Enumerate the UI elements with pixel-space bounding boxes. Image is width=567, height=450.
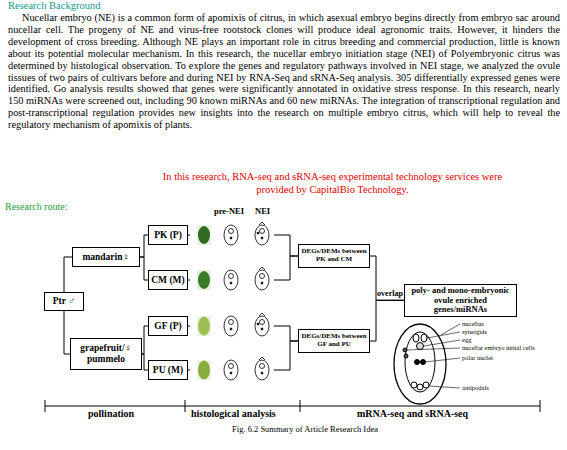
node-text: mandarin♀ <box>82 252 129 263</box>
section-heading: Research route: <box>5 201 67 212</box>
node-text: DEGs/DEMs between PK and CM <box>301 248 367 264</box>
comparison-box: DEGs/DEMs between GF and PU <box>298 329 370 353</box>
service-note: In this research, RNA-seq and sRNA-seq e… <box>145 170 520 196</box>
figure-caption: Fig. 6.2 Summary of Article Research Ide… <box>180 424 430 434</box>
connector <box>140 235 148 257</box>
parent-box: grapefruit/♀ pummelo <box>70 338 142 370</box>
edge-label: overlap <box>377 289 403 298</box>
column-header: pre-NEI <box>214 206 244 216</box>
column-header: NEI <box>255 206 270 216</box>
fruit-thumbnail <box>197 225 211 380</box>
cultivar-box: PU (M) <box>148 360 188 380</box>
parent-box: Ptr ♂ <box>44 292 84 311</box>
section-heading: Research Background <box>8 0 100 11</box>
connector <box>64 257 72 292</box>
stage-label: mRNA-seq and sRNA-seq <box>357 408 468 419</box>
part-label: egg <box>462 336 471 343</box>
ovule-icon <box>224 222 269 380</box>
connector <box>140 257 148 280</box>
part-label: nucellus <box>462 320 484 327</box>
part-label: synergids <box>462 328 487 335</box>
leader-line <box>407 324 460 388</box>
connector <box>370 256 404 300</box>
comparison-box: DEGs/DEMs between PK and CM <box>298 244 370 268</box>
node-text: Ptr ♂ <box>53 296 76 307</box>
node-text: PK (P) <box>154 230 182 241</box>
part-label: polar nuclei <box>462 354 493 361</box>
node-text: DEGs/DEMs between GF and PU <box>301 333 367 349</box>
node-text: grapefruit/♀ pummelo <box>73 343 139 364</box>
result-box: poly- and mono-embryonic ovule enriched … <box>404 284 517 317</box>
node-text: poly- and mono-embryonic ovule enriched … <box>407 286 514 315</box>
connector <box>370 300 404 341</box>
part-label: nucellar embryo initial cells <box>462 344 535 351</box>
node-text: PU (M) <box>153 365 183 376</box>
cultivar-box: CM (M) <box>148 270 188 290</box>
abstract-text: Nucellar embryo (NE) is a common form of… <box>8 12 560 131</box>
cultivar-box: GF (P) <box>148 316 188 336</box>
parent-box: mandarin♀ <box>72 247 140 267</box>
image-backdrop <box>190 224 274 381</box>
node-text: GF (P) <box>154 321 181 332</box>
cultivar-box: PK (P) <box>148 225 188 245</box>
stage-label: pollination <box>88 408 134 419</box>
stage-label: histological analysis <box>191 408 276 419</box>
node-text: CM (M) <box>151 275 185 286</box>
part-label: antipodals <box>462 384 489 391</box>
